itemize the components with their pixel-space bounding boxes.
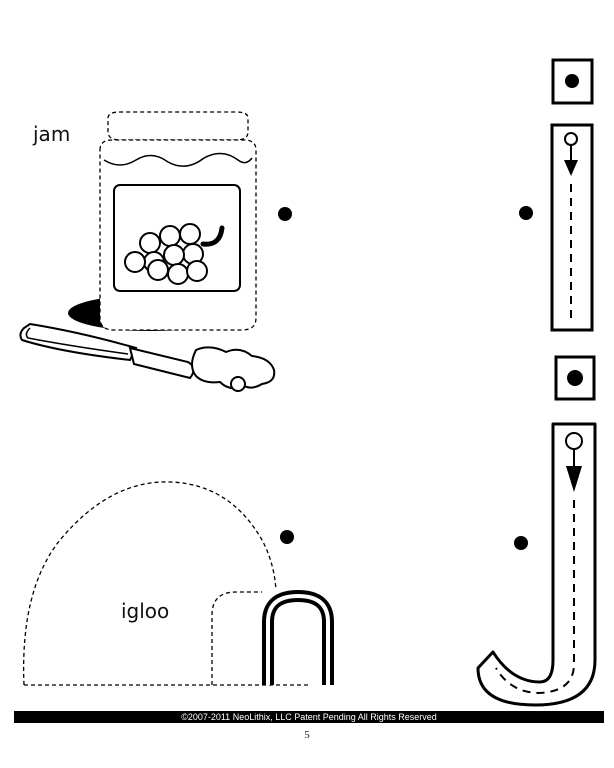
jam-jar-picture bbox=[19, 111, 276, 392]
jam-drop bbox=[230, 376, 246, 392]
jam-right-dot[interactable] bbox=[519, 206, 533, 220]
igloo-door-outline bbox=[211, 591, 262, 685]
igloo-left-dot[interactable] bbox=[280, 530, 294, 544]
word-igloo: igloo bbox=[121, 599, 170, 623]
grapes-icon bbox=[124, 223, 208, 285]
small-j-dot-box bbox=[551, 58, 594, 105]
knife-icon bbox=[19, 322, 195, 380]
footer-bar bbox=[14, 711, 604, 723]
jam-splat bbox=[191, 346, 276, 390]
big-j-stroke-guide bbox=[476, 422, 597, 707]
letter-n-inner bbox=[266, 593, 330, 685]
footer-copyright: ©2007-2011 NeoLithix, LLC Patent Pending… bbox=[181, 712, 437, 722]
igloo-dome bbox=[22, 481, 277, 686]
grape-stem bbox=[200, 225, 225, 247]
jam-level-line bbox=[103, 152, 253, 167]
big-j-dot-box bbox=[554, 355, 596, 401]
jar-lid bbox=[107, 111, 249, 141]
word-jam: jam bbox=[33, 122, 71, 146]
igloo-picture bbox=[22, 481, 334, 686]
letter-n-shape bbox=[262, 589, 334, 685]
page-number: 5 bbox=[304, 729, 310, 741]
jam-left-dot[interactable] bbox=[278, 207, 292, 221]
igloo-right-dot[interactable] bbox=[514, 536, 528, 550]
small-j-stroke-box bbox=[550, 123, 594, 332]
